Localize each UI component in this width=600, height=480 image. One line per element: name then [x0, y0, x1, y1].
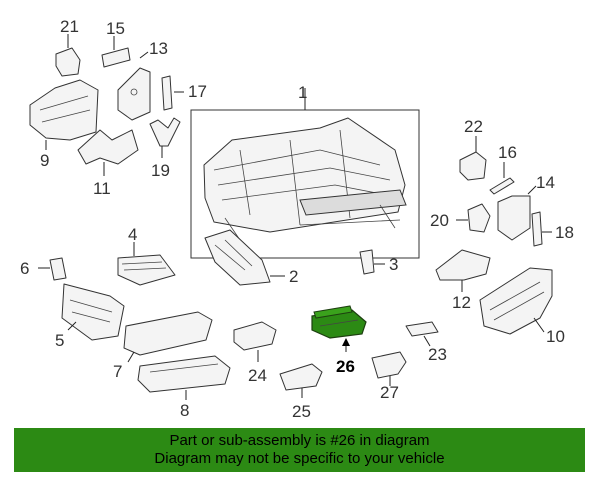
callout-23: 23	[428, 345, 447, 364]
callout-1: 1	[298, 83, 307, 102]
callout-11: 11	[93, 179, 111, 198]
callout-14: 14	[536, 173, 555, 192]
part-10-side-panel[interactable]	[479, 267, 553, 335]
callout-20: 20	[430, 211, 449, 230]
part-8-lower-cover[interactable]	[137, 355, 231, 393]
part-26-highlighted[interactable]	[311, 305, 367, 339]
callout-9: 9	[40, 151, 49, 170]
part-13-housing[interactable]	[117, 67, 151, 121]
part-15-strip[interactable]	[101, 47, 131, 68]
part-23-clip[interactable]	[405, 321, 439, 337]
part-17-clip[interactable]	[161, 75, 173, 111]
callout-12: 12	[452, 293, 471, 312]
part-2-bracket[interactable]	[204, 229, 271, 286]
callout-3: 3	[389, 255, 398, 274]
part-22-bracket[interactable]	[459, 151, 487, 181]
part-3-clip[interactable]	[359, 249, 375, 275]
callout-19: 19	[151, 161, 170, 180]
callout-6: 6	[20, 259, 29, 278]
part-18-clip[interactable]	[531, 211, 543, 247]
callout-27: 27	[380, 383, 399, 402]
callout-25: 25	[292, 402, 311, 421]
callout-22: 22	[464, 117, 483, 136]
banner-line-2: Diagram may not be specific to your vehi…	[154, 450, 445, 467]
callout-24: 24	[248, 366, 267, 385]
callout-7: 7	[113, 362, 122, 381]
callout-18: 18	[555, 223, 574, 242]
part-25-bracket[interactable]	[279, 363, 323, 391]
part-16-lever[interactable]	[489, 177, 515, 195]
callout-16: 16	[498, 143, 517, 162]
part-info-banner: Part or sub-assembly is #26 in diagram D…	[14, 428, 585, 472]
callout-4: 4	[128, 225, 137, 244]
part-27-bracket[interactable]	[371, 351, 407, 379]
part-24-bracket[interactable]	[233, 321, 277, 351]
callout-2: 2	[289, 267, 298, 286]
callout-10: 10	[546, 327, 565, 346]
callout-8: 8	[180, 401, 189, 420]
callout-15: 15	[106, 19, 125, 38]
part-9-cover[interactable]	[29, 79, 99, 141]
callout-13: 13	[149, 39, 168, 58]
part-19-hook[interactable]	[149, 117, 181, 147]
part-4-module[interactable]	[117, 254, 176, 286]
banner-line-1: Part or sub-assembly is #26 in diagram	[169, 432, 430, 449]
part-11-bracket[interactable]	[77, 129, 139, 165]
callout-21: 21	[60, 17, 79, 36]
part-5-side-trim[interactable]	[61, 283, 125, 341]
callout-5: 5	[55, 331, 64, 350]
callout-26: 26	[336, 357, 355, 376]
part-6-cap[interactable]	[49, 257, 67, 281]
part-20-handle[interactable]	[467, 203, 491, 233]
part-7-front-trim[interactable]	[123, 311, 213, 356]
part-14-recliner-cover[interactable]	[497, 195, 531, 241]
part-12-bracket[interactable]	[435, 249, 491, 281]
part-21-cap[interactable]	[55, 47, 81, 77]
callout-17: 17	[188, 82, 207, 101]
